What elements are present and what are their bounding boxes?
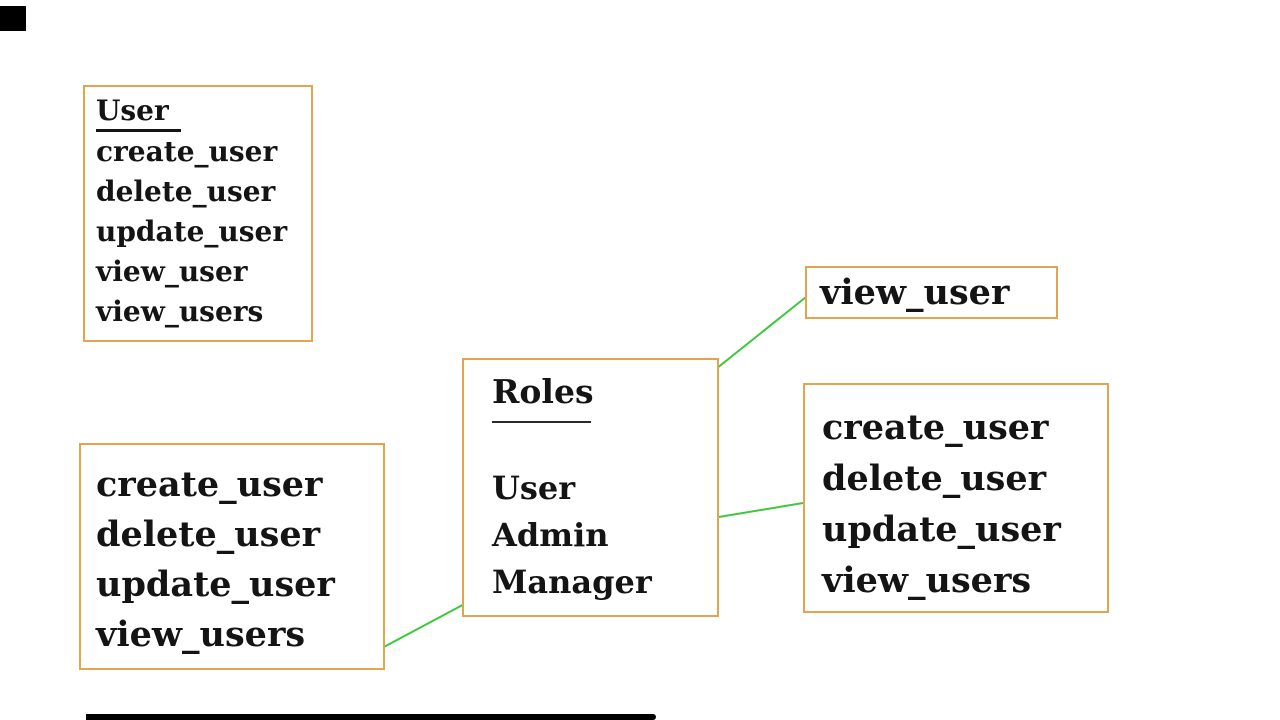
user-model-box-title: User [96, 93, 181, 132]
permission-item: delete_user [96, 175, 276, 208]
role-item-user: User [492, 469, 576, 507]
roles-box-title: Roles [492, 372, 594, 411]
permission-item: delete_user [822, 458, 1047, 499]
roles-box: Roles User Admin Manager [462, 358, 719, 617]
permission-item: create_user [96, 464, 323, 505]
roles-item-list: User Admin Manager [492, 465, 717, 606]
permission-item: create_user [96, 135, 278, 168]
permission-item: view_users [96, 614, 306, 655]
permission-item: view_user [96, 255, 248, 288]
permission-item: create_user [822, 407, 1049, 448]
user-model-box: User create_user delete_user update_user… [83, 85, 313, 342]
permission-item: view_users [822, 560, 1032, 601]
permission-item: update_user [822, 509, 1061, 550]
manager-permissions-box: create_user delete_user update_user view… [79, 443, 385, 670]
permission-item: update_user [96, 215, 288, 248]
video-corner-artifact [0, 6, 26, 31]
user-model-item-list: create_user delete_user update_user view… [96, 132, 311, 332]
admin-permissions-box: create_user delete_user update_user view… [803, 383, 1109, 613]
permission-item: view_users [96, 295, 264, 328]
video-progress-bar-artifact [86, 714, 656, 720]
role-item-admin: Admin [492, 516, 609, 554]
permission-item: view_user [820, 272, 1010, 313]
view-user-permission-box: view_user [805, 266, 1058, 319]
roles-title-underline [492, 421, 591, 423]
permission-item: delete_user [96, 514, 321, 555]
permission-item: update_user [96, 564, 335, 605]
role-item-manager: Manager [492, 563, 652, 601]
